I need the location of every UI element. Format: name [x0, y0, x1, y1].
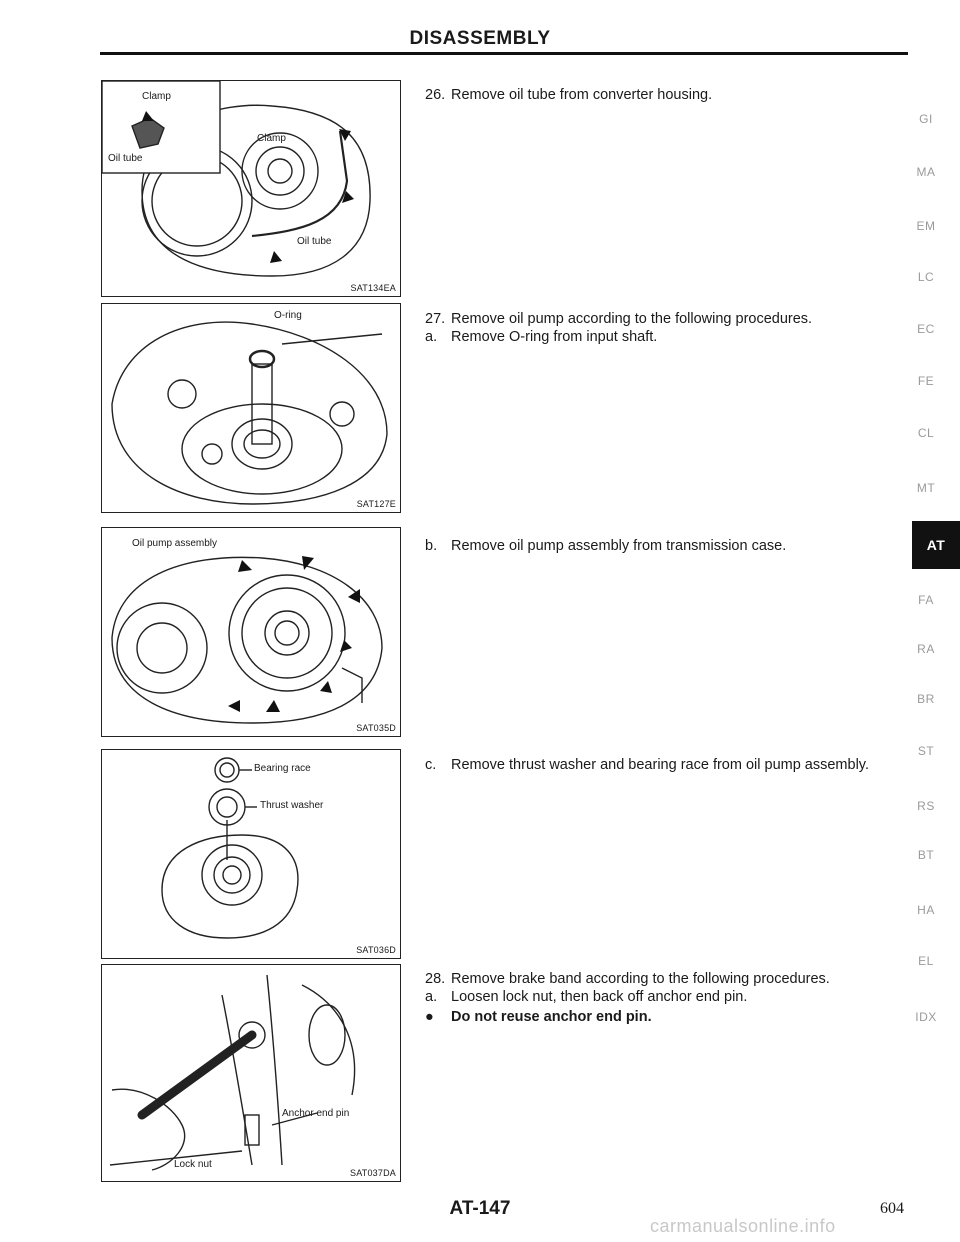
label-clamp-inset: Clamp: [142, 91, 171, 102]
label-thrust-washer: Thrust washer: [260, 800, 324, 811]
bearing-race-illustration: [161, 757, 299, 939]
side-tab-fe: FE: [917, 374, 935, 388]
label-clamp: Clamp: [257, 133, 286, 144]
side-tab-st: ST: [917, 744, 935, 758]
label-oil-pump-assembly: Oil pump assembly: [132, 538, 218, 549]
figure-code: SAT035D: [356, 723, 396, 733]
step-27: 27.Remove oil pump according to the foll…: [425, 311, 813, 327]
side-tab-lc: LC: [917, 270, 935, 284]
label-bearing-race: Bearing race: [254, 763, 311, 774]
label-anchor-end-pin: Anchor end pin: [282, 1108, 350, 1119]
side-tab-em: EM: [916, 219, 936, 233]
oil-tube-illustration: [102, 81, 371, 277]
label-o-ring: O-ring: [274, 310, 302, 321]
page-number: 604: [880, 1200, 904, 1217]
page-title: DISASSEMBLY: [409, 28, 551, 49]
side-tab-cl: CL: [917, 426, 935, 440]
figure-code: SAT134EA: [350, 283, 396, 293]
step-27b: b.Remove oil pump assembly from transmis…: [425, 538, 787, 554]
anchor-pin-illustration: [109, 974, 356, 1171]
side-tab-gi: GI: [919, 112, 933, 126]
side-tab-mt: MT: [916, 481, 936, 495]
step-28a: a.Loosen lock nut, then back off anchor …: [425, 989, 748, 1005]
side-tab-br: BR: [917, 692, 935, 706]
figure-oil-tube: Clamp Oil tube Clamp Oil tube SAT134EA: [101, 80, 401, 297]
oil-pump-illustration: [111, 556, 383, 724]
step-28-note: ●Do not reuse anchor end pin.: [425, 1009, 652, 1025]
side-tab-ec: EC: [917, 322, 935, 336]
figure-code: SAT127E: [356, 499, 396, 509]
figure-code: SAT036D: [356, 945, 396, 955]
side-tab-ra: RA: [917, 642, 935, 656]
o-ring-illustration: [111, 321, 388, 505]
side-tab-ma: MA: [916, 165, 936, 179]
figure-code: SAT037DA: [350, 1168, 396, 1178]
page-label: AT-147: [449, 1198, 511, 1219]
side-tab-ha: HA: [917, 903, 935, 917]
figure-bearing-race: Bearing race Thrust washer SAT036D: [101, 749, 401, 959]
step-27a: a.Remove O-ring from input shaft.: [425, 329, 658, 345]
figure-anchor-pin: Anchor end pin Lock nut SAT037DA: [101, 964, 401, 1182]
side-tab-bt: BT: [917, 848, 935, 862]
label-lock-nut: Lock nut: [174, 1159, 212, 1170]
figure-oil-pump: Oil pump assembly SAT035D: [101, 527, 401, 737]
title-rule: [100, 52, 908, 55]
label-oil-tube-inset: Oil tube: [108, 153, 143, 164]
step-28: 28.Remove brake band according to the fo…: [425, 971, 830, 987]
step-27c: c. Remove thrust washer and bearing race…: [425, 757, 870, 773]
side-tab-idx: IDX: [915, 1010, 937, 1024]
label-oil-tube: Oil tube: [297, 236, 332, 247]
step-26: 26.Remove oil tube from converter housin…: [425, 87, 713, 103]
figure-o-ring: O-ring SAT127E: [101, 303, 401, 513]
side-tab-at-active: AT: [912, 521, 960, 569]
watermark: carmanualsonline.info: [650, 1216, 836, 1236]
side-tab-rs: RS: [917, 799, 935, 813]
side-tab-fa: FA: [918, 593, 934, 607]
side-tab-el: EL: [918, 954, 934, 968]
